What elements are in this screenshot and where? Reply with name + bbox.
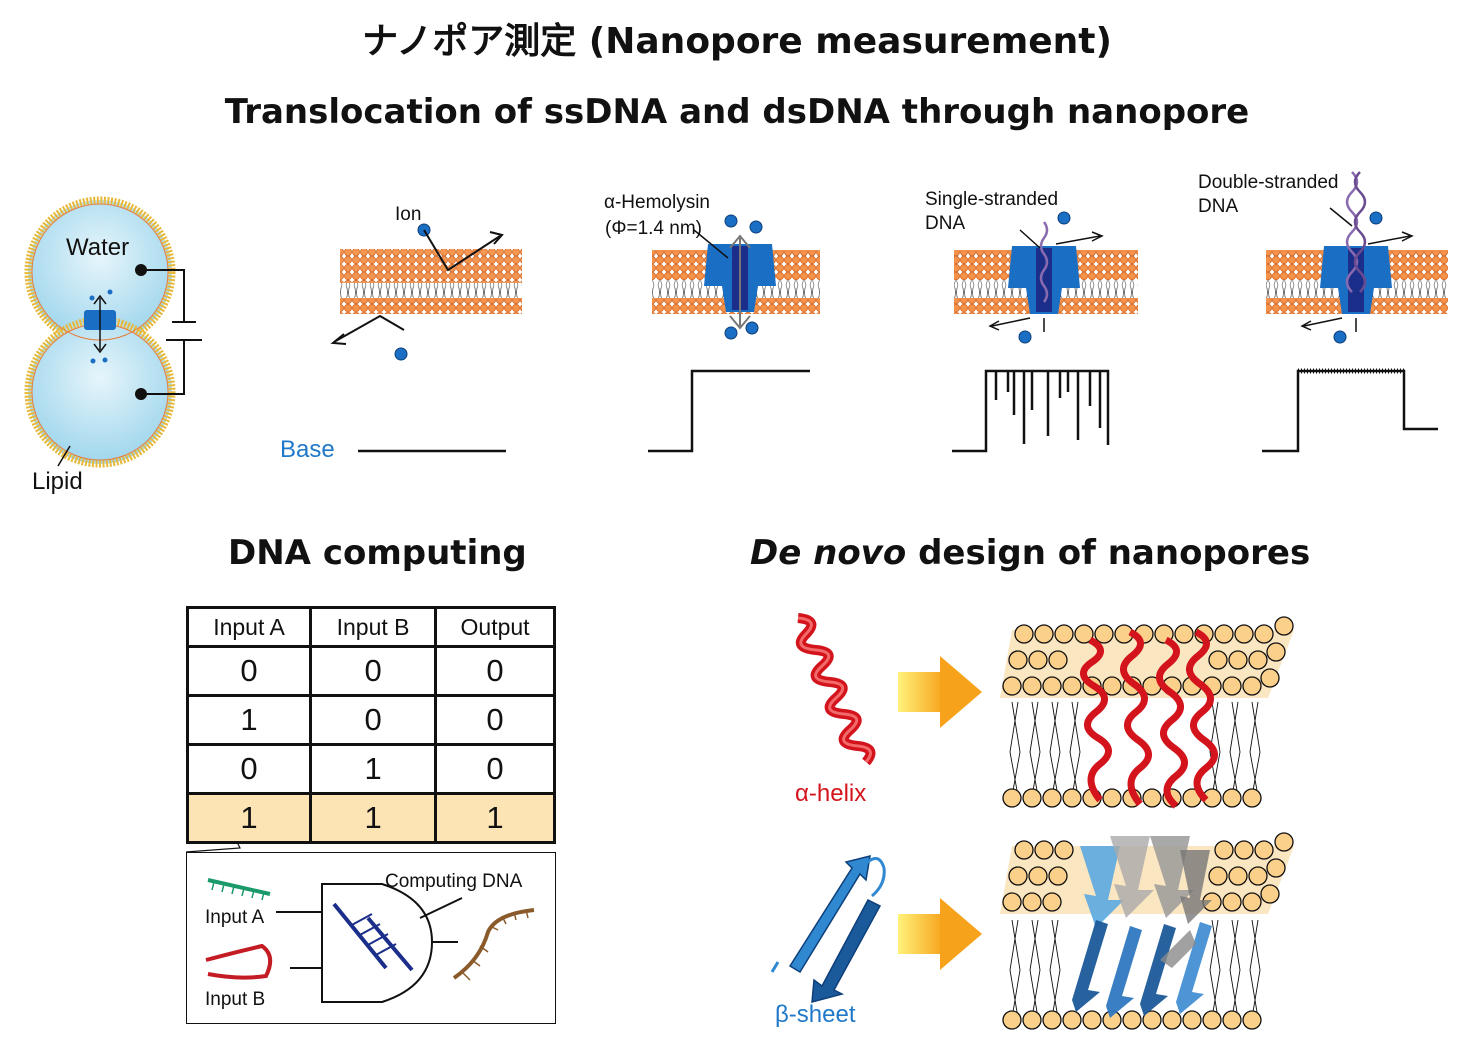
table-row-highlighted: 1 1 1	[185, 792, 556, 844]
hemolysin-trace	[648, 369, 810, 453]
lipid-pointer-line	[57, 445, 71, 467]
arrow-beta-body	[898, 914, 944, 954]
cell: 0	[309, 694, 438, 746]
table-row: 0 1 0	[185, 743, 556, 795]
table-row: 0 0 0	[185, 645, 556, 697]
page-subtitle: Translocation of ssDNA and dsDNA through…	[224, 92, 1250, 132]
ssdna-label-line1: Single-stranded	[925, 189, 1059, 210]
beta-sheet-label: β-sheet	[775, 1001, 856, 1028]
de-novo-title-rest: design of nanopores	[918, 533, 1311, 573]
computing-dna-label: Computing DNA	[385, 871, 523, 892]
membrane-panel-dsdna	[1262, 171, 1448, 453]
ion-label: Ion	[395, 204, 422, 225]
alpha-helix-label: α-helix	[795, 780, 867, 807]
cell: 1	[185, 792, 313, 844]
membrane-panel-bare	[330, 223, 522, 453]
cell: 0	[309, 645, 438, 697]
ssdna-trace	[952, 369, 1110, 453]
page-title: ナノポア測定 (Nanopore measurement)	[362, 21, 1112, 62]
droplet-interface-bilayer	[24, 196, 202, 468]
beta-pore-membrane	[1000, 832, 1294, 1030]
arrow-alpha-body	[898, 672, 944, 712]
truth-table: Input A Input B Output 0 0 0 1 0 0 0 1 0…	[185, 606, 556, 844]
hemolysin-size-label: (Φ=1.4 nm)	[605, 218, 702, 239]
membrane-panel-ssdna	[952, 211, 1138, 453]
cell: 0	[185, 743, 313, 795]
header-input-a: Input A	[185, 606, 313, 648]
arrow-beta-head	[940, 898, 982, 970]
dna-computing-title: DNA computing	[228, 533, 527, 573]
cell: 1	[309, 743, 438, 795]
header-output: Output	[434, 606, 556, 648]
logic-gate-box	[186, 852, 556, 1024]
table-row: 1 0 0	[185, 694, 556, 746]
hemolysin-label: α-Hemolysin	[604, 192, 711, 213]
cell: 0	[434, 645, 556, 697]
water-label: Water	[66, 234, 130, 261]
logic-gate-illustration	[185, 839, 535, 1003]
cell: 1	[185, 694, 313, 746]
beta-sheet-icon	[770, 854, 886, 1004]
alpha-helix-icon	[795, 613, 876, 766]
cell: 0	[434, 743, 556, 795]
ssdna-label-line2: DNA	[925, 213, 966, 234]
alpha-pore-membrane	[1000, 616, 1294, 809]
cell: 1	[434, 792, 556, 844]
dsdna-label-line1: Double-stranded	[1198, 172, 1339, 193]
truth-table-header: Input A Input B Output	[185, 606, 556, 648]
arrow-alpha-head	[940, 656, 982, 728]
dsdna-label-line2: DNA	[1198, 196, 1239, 217]
input-b-label: Input B	[205, 989, 266, 1010]
header-input-b: Input B	[309, 606, 438, 648]
cell: 0	[434, 694, 556, 746]
base-label: Base	[280, 436, 335, 463]
lipid-label: Lipid	[32, 468, 83, 495]
and-gate-icon	[321, 883, 434, 1003]
de-novo-title-italic: De novo	[750, 533, 907, 573]
input-a-label: Input A	[205, 907, 265, 928]
cell: 0	[185, 645, 313, 697]
cell: 1	[309, 792, 438, 844]
membrane-panel-hemolysin	[648, 214, 820, 453]
de-novo-title: De novo design of nanopores	[750, 533, 1310, 573]
dsdna-trace	[1262, 369, 1438, 453]
